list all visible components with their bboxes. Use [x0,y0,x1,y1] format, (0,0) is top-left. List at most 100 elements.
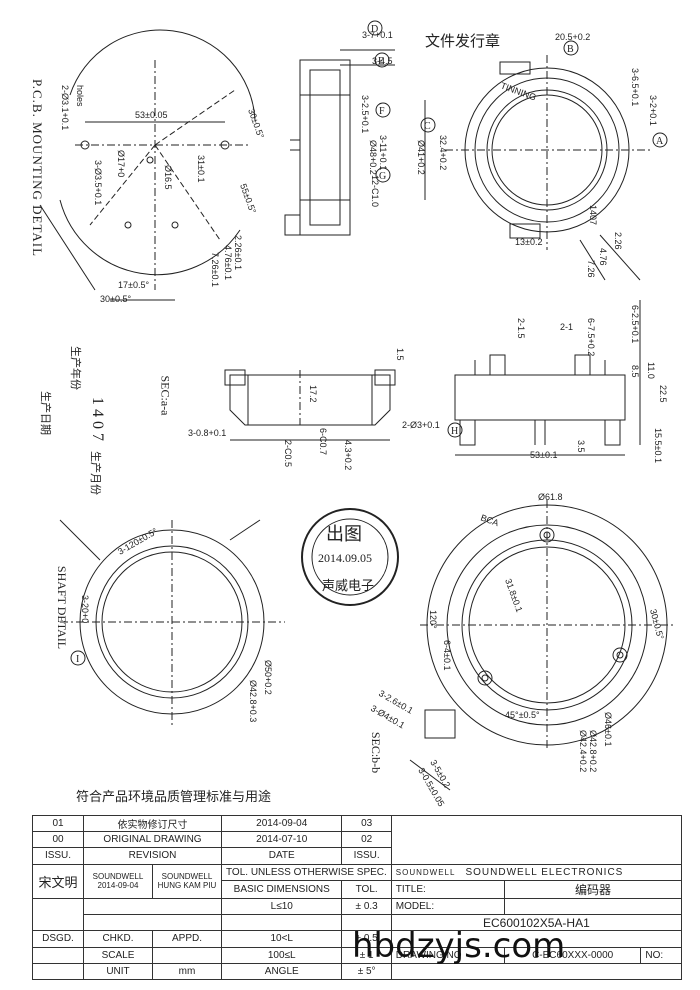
release-stamp-title: 出图 [326,524,362,544]
rev-no-1: 01 [32,814,84,833]
svg-text:31±0.1: 31±0.1 [196,155,206,182]
svg-text:22.5: 22.5 [658,385,668,403]
svg-text:12-C1.0: 12-C1.0 [370,175,380,207]
svg-text:7.26: 7.26 [586,260,596,278]
front-view [424,55,650,281]
release-stamp-date: 2014.09.05 [318,551,372,565]
svg-text:H: H [451,426,458,437]
svg-text:3-Ø3.5+0.1: 3-Ø3.5+0.1 [93,160,103,205]
svg-text:3-20+0: 3-20+0 [80,595,90,623]
svg-text:6-C0.7: 6-C0.7 [318,428,328,455]
svg-text:3-4.5: 3-4.5 [372,56,393,66]
svg-text:30±0.5°: 30±0.5° [246,107,266,140]
bottom-view [409,500,675,791]
compliance-note: 符合产品环境品质管理标准与用途 [76,789,272,804]
issu-header-2: ISSU. [341,847,392,865]
svg-text:1.5: 1.5 [395,348,405,361]
section-bb-label: SEC:b-b [369,731,384,774]
svg-text:32.4+0.2: 32.4+0.2 [438,135,448,170]
scale-label: SCALE [83,946,153,964]
svg-text:13±0.2: 13±0.2 [515,237,542,247]
side-view [284,49,395,236]
svg-text:G: G [379,171,386,182]
rev-date-1: 2014-09-04 [220,814,343,833]
title-block: 01 依实物修订尺寸 2014-09-04 03 00 ORIGINAL DRA… [32,814,683,981]
tol-header: TOL. UNLESS OTHERWISE SPEC. [221,863,392,881]
title-label: TITLE: [390,879,505,899]
issu-header: ISSU. [32,847,84,865]
svg-text:3-11+0.1: 3-11+0.1 [378,135,388,170]
svg-text:2-Ø3+0.1: 2-Ø3+0.1 [402,420,440,430]
release-stamp-ring [301,508,399,606]
svg-text:120°: 120° [428,610,438,629]
svg-text:2-C0.5: 2-C0.5 [283,440,293,467]
svg-text:Ø42.4+0.2: Ø42.4+0.2 [578,730,588,772]
svg-text:53±0.1: 53±0.1 [530,450,557,460]
unit-value: mm [152,962,222,981]
svg-text:11.0: 11.0 [646,362,656,379]
svg-text:Ø42.8+0.2: Ø42.8+0.2 [588,730,598,772]
rev-idx-1: 03 [341,814,392,833]
designer-signature: 宋文明 [32,863,84,899]
production-month-label: 生产月份 [89,451,101,495]
release-stamp-company: 声威电子 [322,578,375,593]
svg-text:3-6.5+0.1: 3-6.5+0.1 [630,68,640,106]
svg-text:17±0.5°: 17±0.5° [118,280,149,290]
no-label: NO: [640,946,682,964]
rev-no-2: 00 [32,831,84,849]
svg-text:4.76: 4.76 [598,248,608,266]
svg-text:6-7.5+0.2: 6-7.5+0.2 [586,318,596,356]
svg-text:Ø17+0: Ø17+0 [116,150,126,177]
side-view-bottom [454,300,641,456]
rev-idx-2: 02 [341,831,392,849]
basic-dim-header: BASIC DIMENSIONS [220,879,343,899]
svg-text:D: D [371,24,378,35]
svg-text:6-2.5+0.1: 6-2.5+0.1 [630,305,640,343]
svg-text:20.5+0.2: 20.5+0.2 [555,32,590,42]
svg-text:15.5±0.1: 15.5±0.1 [653,428,663,463]
revision-header: REVISION [83,847,222,865]
pcb-mounting-view [39,29,256,301]
rev-date-2: 2014-07-10 [220,831,343,849]
svg-text:7.26±0.1: 7.26±0.1 [210,252,220,287]
section-aa-label: SEC:a-a [158,375,173,416]
svg-text:BCA: BCA [479,512,500,528]
date-header: DATE [220,847,343,865]
svg-text:2-1.5: 2-1.5 [516,318,526,339]
svg-text:3-120±0.5°: 3-120±0.5° [116,526,160,557]
svg-text:C: C [424,121,431,132]
svg-text:55±0.5°: 55±0.5° [238,182,258,215]
svg-text:F: F [379,106,385,117]
svg-text:3-2+0.1: 3-2+0.1 [648,95,658,126]
svg-text:B: B [567,44,574,55]
svg-text:E: E [378,56,384,67]
svg-text:1407: 1407 [588,205,598,225]
rev-desc-2: ORIGINAL DRAWING [83,831,222,849]
model-value: EC600102X5A-HA1 [390,914,683,932]
tol-range-3: 100≤L [220,946,343,964]
tol-range-1: L≤10 [220,897,343,916]
svg-text:45°±0.5°: 45°±0.5° [505,710,540,720]
shaft-detail-label: SHAFT DETAIL [55,565,70,650]
svg-text:2.26: 2.26 [613,232,623,250]
svg-text:Ø61.8: Ø61.8 [538,492,563,502]
angle-tol: ± 5° [341,962,392,981]
angle-label: ANGLE [220,962,343,981]
svg-text:4.76±0.1: 4.76±0.1 [223,245,233,280]
svg-text:holes: holes [75,85,85,107]
svg-text:3-7+0.1: 3-7+0.1 [362,30,393,40]
svg-text:30±0.5°: 30±0.5° [648,608,666,641]
unit-label: UNIT [83,962,153,981]
svg-text:A: A [656,136,664,147]
section-aa-view [224,369,396,441]
pcb-mounting-label: P.C.B. MOUNTING DETAIL [30,78,46,258]
production-year-label: 生产年份 [69,346,81,390]
svg-text:6-4±0.1: 6-4±0.1 [442,640,452,670]
svg-text:53±0.05: 53±0.05 [135,110,167,120]
date-code: 1 4 0 7 [89,397,106,441]
svg-text:Ø16.5: Ø16.5 [163,165,173,190]
